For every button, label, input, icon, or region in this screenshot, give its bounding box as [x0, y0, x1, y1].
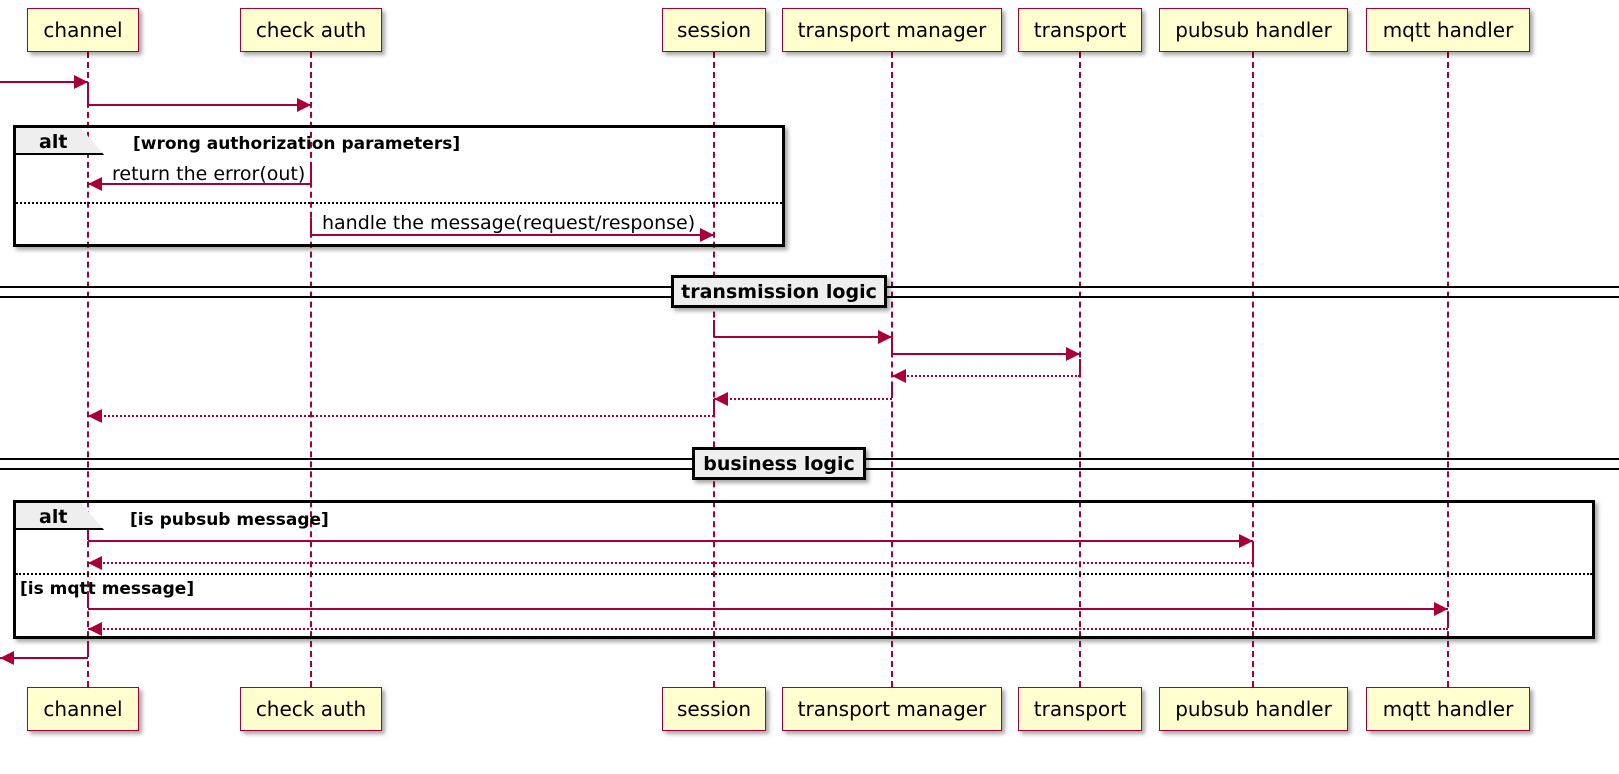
participant-transport-bottom[interactable]: transport [1018, 687, 1142, 731]
message-arrowhead-m8 [714, 392, 728, 406]
message-arrowhead-m4 [700, 228, 714, 242]
message-line-m8 [714, 398, 892, 400]
group-operator-alt-authorization: alt [39, 131, 68, 153]
participant-transport-manager-top[interactable]: transport manager [782, 8, 1002, 52]
group-frame-alt-message-type [13, 500, 1595, 639]
message-stub-m14 [87, 641, 89, 657]
lifeline-mqtt-handler [1447, 52, 1449, 687]
message-line-m7 [892, 375, 1080, 377]
message-label-m3: return the error(out) [112, 163, 306, 185]
message-stub-m5 [713, 320, 715, 336]
participant-pubsub-handler-bottom[interactable]: pubsub handler [1159, 687, 1348, 731]
message-stub-m4 [310, 218, 312, 234]
message-arrowhead-m11 [88, 556, 102, 570]
message-line-m2 [88, 104, 311, 106]
message-stub-m10 [87, 524, 89, 540]
message-line-m6 [892, 353, 1080, 355]
group-condition-alt-authorization-0: [wrong authorization parameters] [133, 134, 461, 154]
lifeline-channel [87, 52, 89, 687]
participant-channel-top[interactable]: channel [27, 8, 139, 52]
participant-mqtt-handler-bottom[interactable]: mqtt handler [1366, 687, 1530, 731]
participant-channel-bottom[interactable]: channel [27, 687, 139, 731]
message-stub-m6 [891, 337, 893, 353]
message-line-m1 [0, 81, 88, 83]
message-arrowhead-m14 [0, 651, 14, 665]
message-stub-m9 [713, 399, 715, 415]
message-stub-m7 [1079, 359, 1081, 375]
message-line-m5 [714, 336, 892, 338]
lifeline-pubsub-handler [1252, 52, 1254, 687]
message-stub-m11 [1252, 546, 1254, 562]
message-stub-m3 [310, 167, 312, 183]
message-line-m4 [311, 234, 714, 236]
participant-mqtt-handler-top[interactable]: mqtt handler [1366, 8, 1530, 52]
participant-check-auth-top[interactable]: check auth [240, 8, 382, 52]
group-else-divider-alt-message-type-1 [16, 573, 1592, 575]
group-condition-alt-message-type-0: [is pubsub message] [130, 510, 329, 530]
lifeline-session [713, 52, 715, 687]
lifeline-check-auth [310, 52, 312, 687]
message-label-m4: handle the message(request/response) [322, 212, 696, 234]
message-arrowhead-m3 [88, 177, 102, 191]
message-line-m3 [88, 183, 311, 185]
divider-transmission-logic: transmission logic [671, 275, 887, 308]
group-condition-alt-message-type-1: [is mqtt message] [20, 579, 195, 599]
message-line-m9 [88, 415, 714, 417]
participant-session-bottom[interactable]: session [662, 687, 766, 731]
divider-business-logic: business logic [692, 447, 866, 480]
message-line-m14 [0, 657, 88, 659]
group-operator-alt-message-type: alt [39, 506, 68, 528]
participant-session-top[interactable]: session [662, 8, 766, 52]
group-frame-alt-authorization [13, 125, 785, 247]
message-stub-m2 [87, 88, 89, 104]
message-stub-m12 [87, 592, 89, 608]
message-arrowhead-m9 [88, 409, 102, 423]
message-arrowhead-m5 [878, 330, 892, 344]
message-arrowhead-m2 [297, 98, 311, 112]
message-arrowhead-m1 [74, 75, 88, 89]
message-line-m13 [88, 628, 1448, 630]
message-stub-m13 [1447, 612, 1449, 628]
message-stub-m8 [891, 382, 893, 398]
message-arrowhead-m13 [88, 622, 102, 636]
participant-check-auth-bottom[interactable]: check auth [240, 687, 382, 731]
participant-transport-manager-bottom[interactable]: transport manager [782, 687, 1002, 731]
message-arrowhead-m12 [1434, 602, 1448, 616]
message-arrowhead-m6 [1066, 347, 1080, 361]
message-line-m11 [88, 562, 1253, 564]
message-arrowhead-m10 [1239, 534, 1253, 548]
message-line-m10 [88, 540, 1253, 542]
participant-pubsub-handler-top[interactable]: pubsub handler [1159, 8, 1348, 52]
message-line-m12 [88, 608, 1448, 610]
group-else-divider-alt-authorization-1 [16, 202, 782, 204]
participant-transport-top[interactable]: transport [1018, 8, 1142, 52]
message-arrowhead-m7 [892, 369, 906, 383]
